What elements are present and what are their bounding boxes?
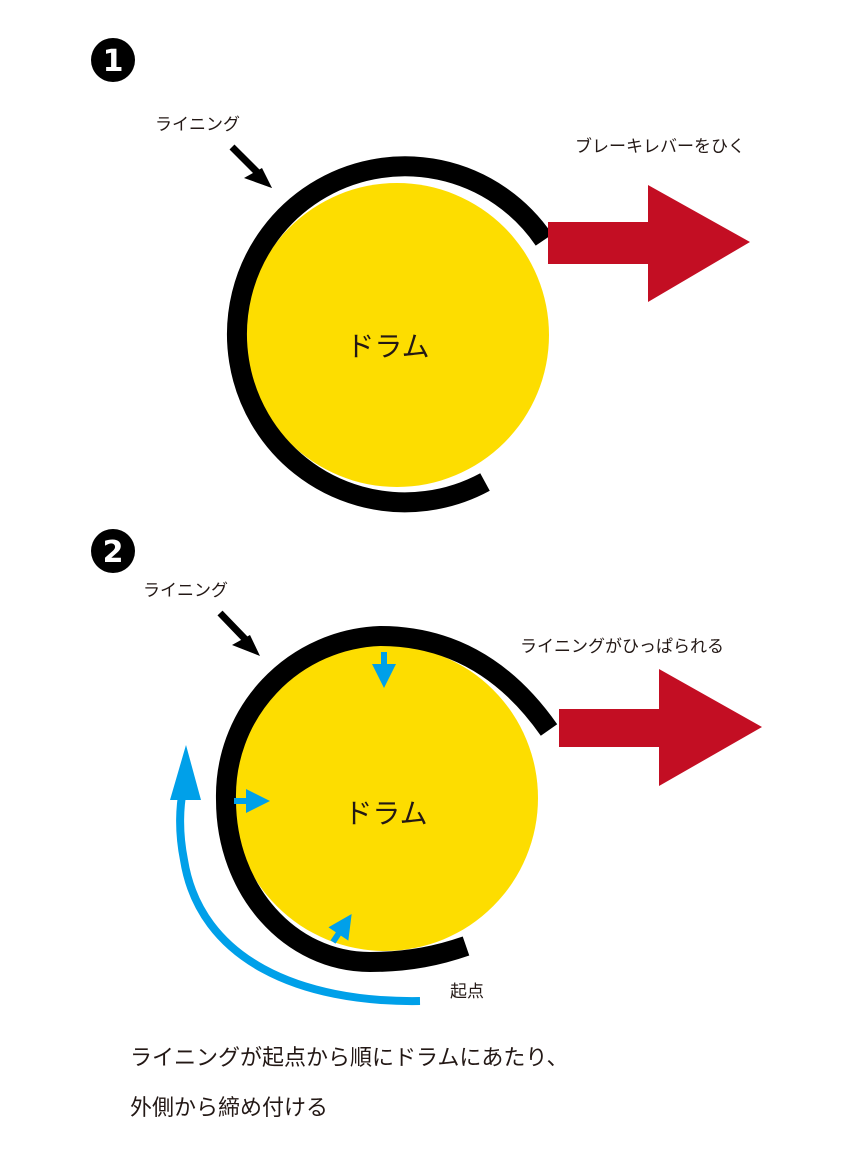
step2-group: 2 ライニング ドラム ライニングがひっぱられる 起点 [91,529,762,1006]
step1-lining-label: ライニング [155,115,240,135]
step2-badge [91,529,135,573]
step1-lever-label: ブレーキレバーをひく [575,136,745,157]
step1-lining-pointer-arrow [229,144,272,188]
step2-rotation-arrow [170,745,421,1006]
step1-badge-number: 1 [103,44,124,79]
step2-drum-label: ドラム [344,797,427,830]
step2-drum [232,645,538,951]
step2-pulled-label: ライニングがひっぱられる [520,637,724,657]
step1-group: 1 ライニング ドラム ブレーキレバーをひく [91,38,750,513]
caption-line-1: ライニングが起点から順にドラムにあたり、 [130,1046,569,1071]
step1-drum [245,183,549,487]
step2-lining-pointer-arrow [217,610,260,656]
force-arrow-bottom-left [328,914,352,944]
step1-drum-label: ドラム [346,330,429,363]
step2-force-arrows [234,652,396,944]
step2-pull-arrow [559,669,762,786]
step2-origin-label: 起点 [450,982,484,1002]
step1-badge [91,38,135,82]
step2-lining-label: ライニング [143,581,228,601]
step2-badge-number: 2 [103,535,124,570]
step2-lining [215,625,558,973]
caption-line-2: 外側から締め付ける [130,1096,329,1121]
step1-pull-arrow [548,185,750,302]
step1-lining [226,156,553,513]
